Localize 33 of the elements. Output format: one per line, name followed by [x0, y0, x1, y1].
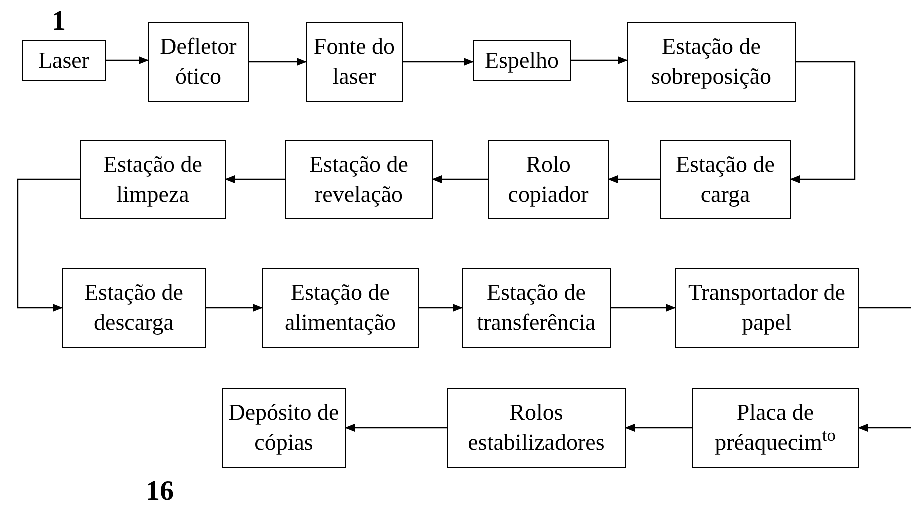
process-box: Estação de sobreposição: [627, 22, 796, 102]
arrow: [225, 176, 285, 184]
arrow: [206, 304, 263, 312]
process-box: Rolos estabilizadores: [447, 388, 626, 468]
arrow: [106, 56, 149, 64]
arrow: [432, 176, 488, 184]
process-box: Estação de transferência: [462, 268, 611, 348]
process-box: Estação de carga: [660, 140, 791, 219]
arrow: [608, 176, 660, 184]
arrow: [790, 61, 856, 184]
arrow: [17, 178, 80, 312]
process-box: Estação de limpeza: [80, 140, 226, 219]
process-box: Estação de alimentação: [262, 268, 419, 348]
process-box: Laser: [22, 40, 106, 81]
arrow: [571, 56, 628, 64]
arrow: [345, 424, 447, 432]
step-number: 1: [52, 8, 66, 36]
process-box: Espelho: [473, 40, 571, 81]
process-box: Estação de revelação: [285, 140, 433, 219]
arrow: [858, 424, 911, 432]
process-box: Transportador de papel: [675, 268, 859, 348]
process-box: Placa de préaquecim$^{to}$: [692, 388, 859, 468]
arrow: [403, 58, 474, 66]
process-box: Estação de descarga: [62, 268, 206, 348]
process-box: Defletor ótico: [148, 22, 249, 102]
process-box: Rolo copiador: [488, 140, 609, 219]
process-box: Depósito de cópias: [222, 388, 346, 468]
arrow: [625, 424, 692, 432]
arrow: [419, 304, 463, 312]
step-number: 16: [146, 478, 174, 506]
arrow: [249, 58, 307, 66]
arrow: [611, 304, 676, 312]
process-box: Fonte do laser: [306, 22, 403, 102]
